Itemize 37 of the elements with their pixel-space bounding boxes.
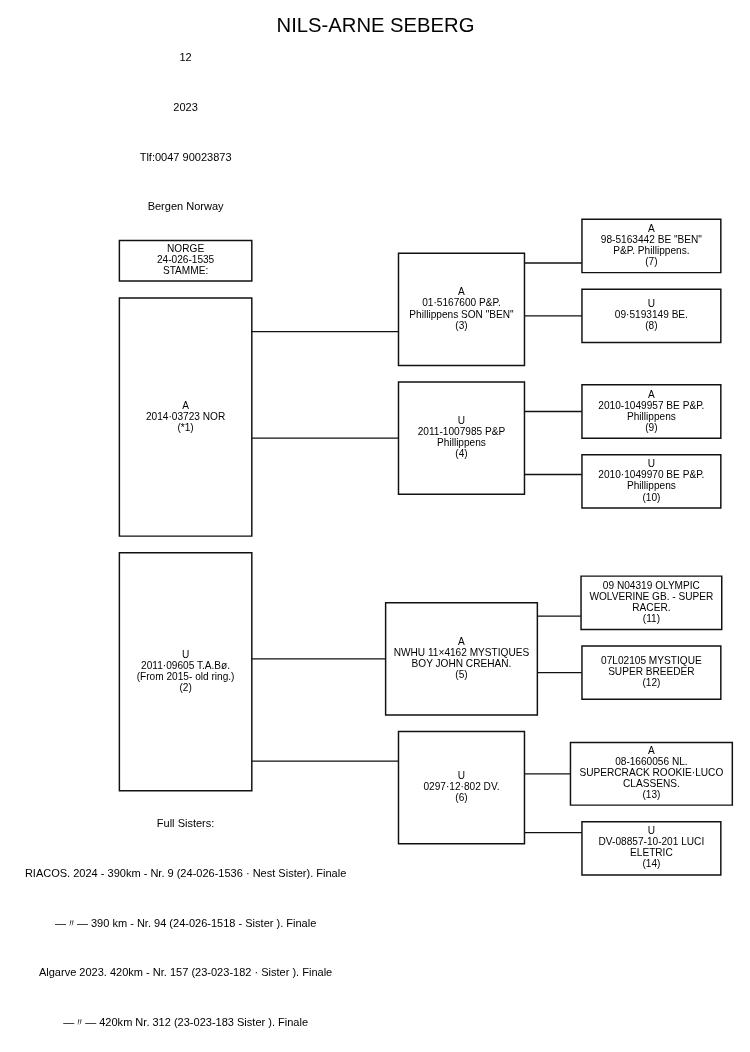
node-box: 09 N04319 OLYMPIC WOLVERINE GB. - SUPER RACER. (11): [579, 575, 722, 631]
diagram-title: NILS-ARNE SEBERG: [276, 14, 474, 37]
node-box: A 2010-1049957 BE P&P. Phillippens (9): [580, 384, 722, 439]
label: Bergen Norway: [147, 200, 224, 213]
connector: [250, 760, 399, 762]
node-box: U 2011·09605 T.A.Bø. (From 2015- old ring.) (2): [118, 551, 253, 792]
connector: [523, 315, 583, 317]
node-box: A 98-5163442 BE "BEN" P&P. Phillippens. (7): [580, 218, 722, 274]
label: 2023: [172, 100, 198, 113]
node-box: A 01·5167600 P&P. Phillippens SON "BEN" (3): [397, 252, 525, 367]
connector: [536, 672, 582, 674]
connector: [523, 262, 583, 264]
node-box: U 2010·1049970 BE P&P. Phillippens (10): [580, 454, 722, 509]
connector: [250, 658, 386, 660]
node-box: U 09·5193149 BE. (8): [580, 288, 722, 344]
node-box: U 2011-1007985 P&P Phillippens (4): [397, 381, 525, 495]
connector: [536, 615, 581, 617]
node-box: A 08-1660056 NL. SUPERCRACK ROOKIE·LUCO CLASSENS. (13): [569, 741, 733, 806]
label: 12: [178, 51, 192, 64]
connector: [523, 832, 583, 834]
label: —〃— 420km Nr. 312 (23-023-183 Sister ). Finale: [62, 1015, 308, 1028]
label: Tlf:0047 90023873: [139, 150, 232, 163]
label: Algarve 2023. 420km - Nr. 157 (23-023-182 · Sister ). Finale: [38, 966, 332, 979]
connector: [523, 473, 583, 476]
node-box: 07L02105 MYSTIQUE SUPER BREEDER (12): [580, 645, 722, 701]
node-box: U 0297·12·802 DV. (6): [397, 730, 525, 845]
label: RIACOS. 2024 - 390km - Nr. 9 (24-026-1536 · Nest Sister). Finale: [24, 866, 346, 879]
connector: [250, 331, 399, 333]
node-box: NORGE 24-026-1535 STAMME:: [118, 239, 253, 282]
label: Full Sisters:: [156, 817, 214, 830]
connector: [523, 410, 583, 413]
node-box: U DV-08857-10-201 LUCI ELETRIC (14): [580, 820, 722, 876]
node-box: A NWHU 11×4162 MYSTIQUES BOY JOHN CREHAN. (5): [384, 602, 538, 716]
connector: [250, 437, 399, 439]
connector: [523, 773, 571, 775]
label: —〃— 390 km - Nr. 94 (24-026-1518 - Sister ). Finale: [54, 916, 316, 929]
node-box: A 2014·03723 NOR (*1): [118, 297, 253, 537]
